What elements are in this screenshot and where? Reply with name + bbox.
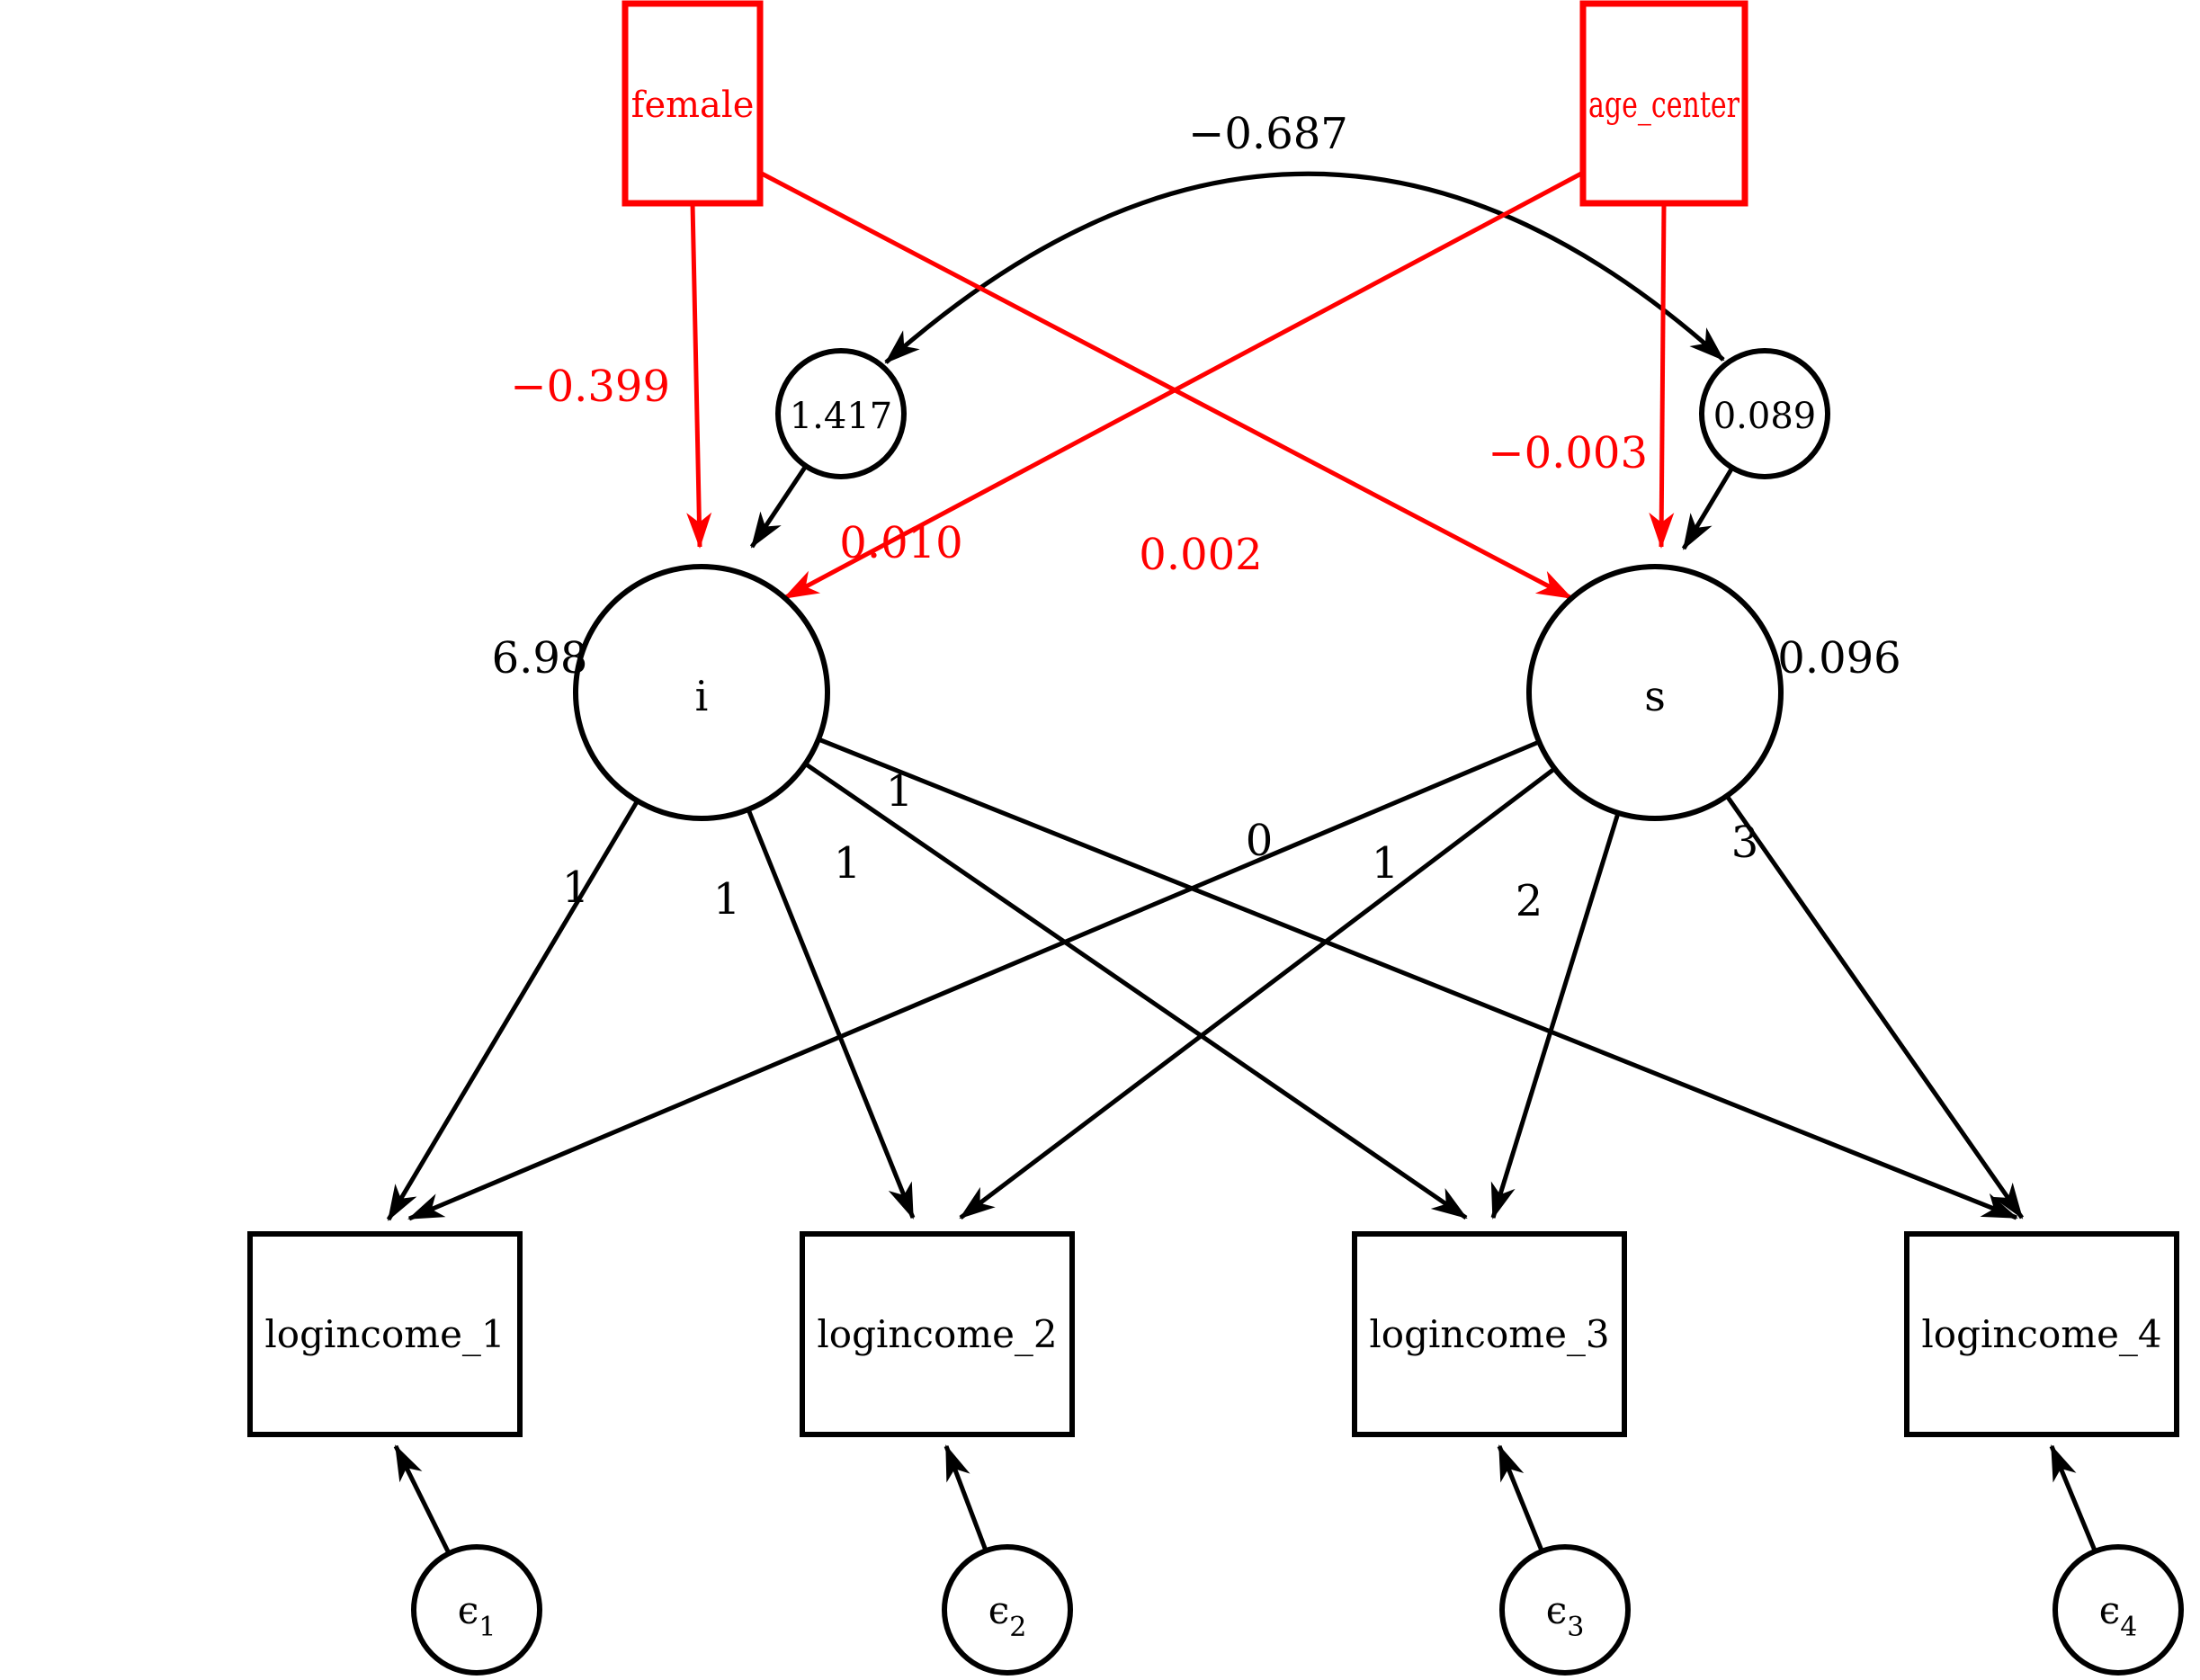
circle-epsilon-4 bbox=[2052, 1544, 2184, 1676]
epsilon-2-label: ϵ2 bbox=[988, 1588, 1027, 1643]
latent-i-label: i bbox=[695, 672, 709, 720]
loading-label-i2: 1 bbox=[713, 874, 741, 925]
loading-label-s2: 1 bbox=[1372, 838, 1400, 889]
circle-s-variance bbox=[1699, 348, 1830, 479]
loading-label-i1: 1 bbox=[562, 862, 590, 913]
box-logincome-4-label: logincome_4 bbox=[1921, 1312, 2161, 1356]
i-variance-label: 1.417 bbox=[790, 396, 893, 437]
path-agecenter-to-s bbox=[1649, 202, 1675, 549]
circle-i-variance bbox=[775, 348, 907, 479]
box-logincome-2 bbox=[800, 1231, 1075, 1437]
box-logincome-4 bbox=[1904, 1231, 2179, 1437]
arrow-eps3-logincome3 bbox=[1497, 1444, 1544, 1551]
coef-agecenter-to-s: −0.003 bbox=[1488, 428, 1648, 478]
arrow-eps2-logincome2 bbox=[943, 1444, 988, 1551]
circle-latent-s bbox=[1526, 564, 1784, 821]
path-agecenter-to-i bbox=[783, 170, 1585, 601]
box-logincome-1-label: logincome_1 bbox=[264, 1312, 505, 1356]
loading-i-logincome4 bbox=[818, 737, 2018, 1220]
epsilon-3-label: ϵ3 bbox=[1546, 1588, 1585, 1643]
circle-epsilon-2 bbox=[942, 1544, 1073, 1676]
loading-s-logincome3 bbox=[1490, 812, 1621, 1220]
arrow-eps1-logincome1 bbox=[393, 1444, 452, 1555]
epsilon-1-label: ϵ1 bbox=[458, 1588, 496, 1643]
loading-s-logincome1 bbox=[407, 739, 1540, 1221]
loading-label-i3: 1 bbox=[834, 838, 862, 889]
latent-i-side-label: 6.98 bbox=[492, 633, 588, 684]
arrow-eps4-logincome4 bbox=[2049, 1444, 2097, 1551]
box-logincome-3-label: logincome_3 bbox=[1369, 1312, 1609, 1356]
circle-epsilon-1 bbox=[411, 1544, 542, 1676]
s-variance-label: 0.089 bbox=[1713, 396, 1817, 437]
coef-female-to-i: −0.399 bbox=[510, 362, 670, 412]
loading-label-s1: 0 bbox=[1246, 816, 1274, 866]
arrow-ivariance-to-i bbox=[749, 464, 809, 549]
box-logincome-2-label: logincome_2 bbox=[817, 1312, 1057, 1356]
path-female-to-s bbox=[758, 170, 1573, 601]
latent-s-side-label: 0.096 bbox=[1777, 633, 1900, 684]
loading-s-logincome2 bbox=[959, 767, 1556, 1220]
loading-label-s3: 2 bbox=[1516, 876, 1543, 926]
covariance-label: −0.687 bbox=[1188, 109, 1348, 159]
circle-latent-i bbox=[573, 564, 830, 821]
coef-female-to-s: 0.002 bbox=[1139, 530, 1262, 580]
epsilon-4-label: ϵ4 bbox=[2099, 1588, 2138, 1643]
loading-i-logincome2 bbox=[746, 809, 916, 1220]
box-female bbox=[622, 0, 764, 207]
loading-label-i4: 1 bbox=[886, 766, 914, 817]
loading-label-s4: 3 bbox=[1731, 818, 1759, 868]
box-age-center-label: age_center bbox=[1588, 85, 1740, 126]
arrow-svariance-to-s bbox=[1681, 466, 1735, 550]
circle-epsilon-3 bbox=[1499, 1544, 1631, 1676]
path-female-to-i bbox=[686, 202, 712, 549]
loading-i-logincome1 bbox=[386, 799, 640, 1221]
loading-s-logincome4 bbox=[1724, 794, 2025, 1220]
box-age-center bbox=[1579, 0, 1748, 207]
box-logincome-3 bbox=[1352, 1231, 1627, 1437]
loading-i-logincome3 bbox=[803, 761, 1468, 1220]
box-logincome-1 bbox=[247, 1231, 523, 1437]
coef-agecenter-to-i: 0.010 bbox=[839, 518, 962, 568]
box-female-label: female bbox=[631, 85, 755, 126]
covariance-arc bbox=[884, 171, 1725, 364]
latent-s-label: s bbox=[1644, 672, 1666, 720]
